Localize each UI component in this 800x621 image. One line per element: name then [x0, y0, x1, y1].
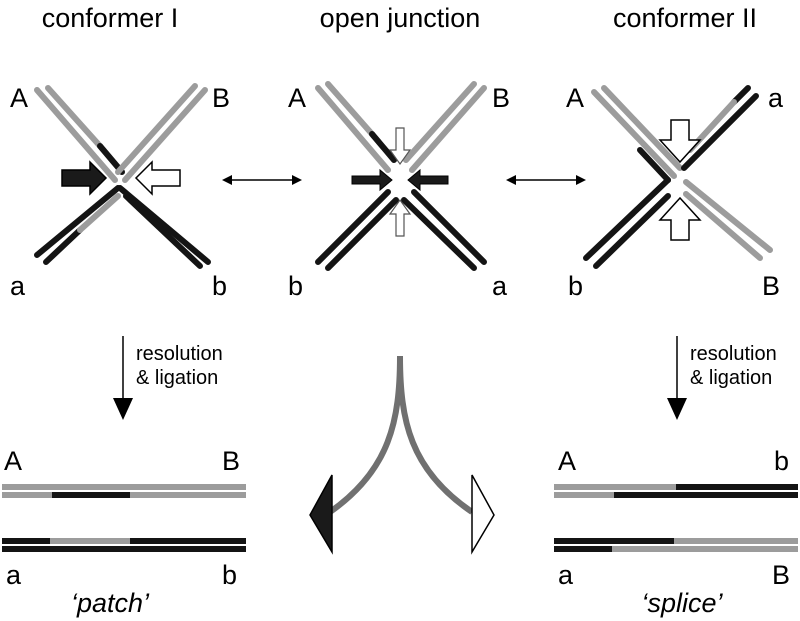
strand-arm-a: [681, 85, 759, 171]
patch-product-bottom: [2, 538, 246, 552]
resolution-label: resolution: [690, 343, 777, 365]
equilibrium-arrow-icon: [506, 175, 586, 185]
end-label: B: [212, 83, 230, 113]
end-label: a: [558, 560, 574, 590]
end-label: A: [4, 446, 22, 476]
end-label: B: [492, 83, 510, 113]
end-label: A: [558, 446, 576, 476]
splice-product-top: [554, 484, 798, 498]
end-label: b: [222, 560, 237, 590]
strand-arm-b: [315, 189, 399, 271]
end-label: B: [762, 271, 780, 301]
end-label: a: [492, 271, 508, 301]
right-inward-arrow-icon: [134, 160, 181, 196]
top-inward-arrow-icon: [388, 127, 412, 166]
left-inward-arrow-icon: [351, 168, 393, 192]
right-inward-arrow-icon: [407, 168, 449, 192]
strand-arm-A: [34, 85, 125, 183]
equilibrium-arrow-icon: [222, 175, 302, 185]
open-junction: [315, 81, 487, 271]
end-label: b: [288, 271, 303, 301]
strand-arm-a: [34, 185, 121, 265]
patch-product-top: [2, 484, 246, 498]
bottom-inward-arrow-icon: [388, 198, 412, 237]
end-label: a: [10, 271, 26, 301]
end-label: a: [768, 83, 784, 113]
title-open-junction: open junction: [320, 3, 481, 33]
ligation-label: & ligation: [690, 367, 772, 389]
end-label: b: [774, 446, 789, 476]
end-label: a: [6, 560, 22, 590]
strand-arm-A: [591, 85, 683, 179]
ligation-label: & ligation: [136, 367, 218, 389]
resolution-arrow-icon: [113, 336, 133, 420]
end-label: B: [772, 560, 790, 590]
bottom-inward-arrow-icon: [658, 196, 702, 241]
patch-caption: ‘patch’: [71, 588, 150, 618]
end-label: B: [222, 446, 240, 476]
strand-arm-A: [315, 81, 397, 173]
conformer-2-junction: [583, 85, 773, 269]
end-label: A: [10, 83, 28, 113]
resolution-label: resolution: [136, 343, 223, 365]
resolution-arrow-icon: [667, 336, 687, 420]
strand-arm-B: [115, 83, 208, 183]
top-inward-arrow-icon: [658, 119, 702, 164]
strand-arm-B: [683, 179, 773, 261]
end-label: b: [212, 271, 227, 301]
end-label: A: [566, 83, 584, 113]
patch-arrowhead-icon: [309, 474, 333, 555]
left-inward-arrow-icon: [61, 160, 108, 196]
splice-arrowhead-icon: [471, 474, 495, 555]
strand-arm-b: [583, 147, 671, 269]
strand-arm-B: [403, 81, 487, 173]
end-label: A: [288, 83, 306, 113]
splice-product-bottom: [554, 538, 798, 552]
bifurcating-arrow-icon: [309, 355, 495, 555]
title-conformer-2: conformer II: [613, 3, 757, 33]
end-label: b: [568, 271, 583, 301]
strand-arm-a: [401, 189, 487, 271]
title-conformer-1: conformer I: [42, 3, 179, 33]
strand-arm-b: [117, 185, 211, 269]
conformer-1-junction: [34, 83, 211, 269]
splice-caption: ‘splice’: [641, 588, 723, 618]
